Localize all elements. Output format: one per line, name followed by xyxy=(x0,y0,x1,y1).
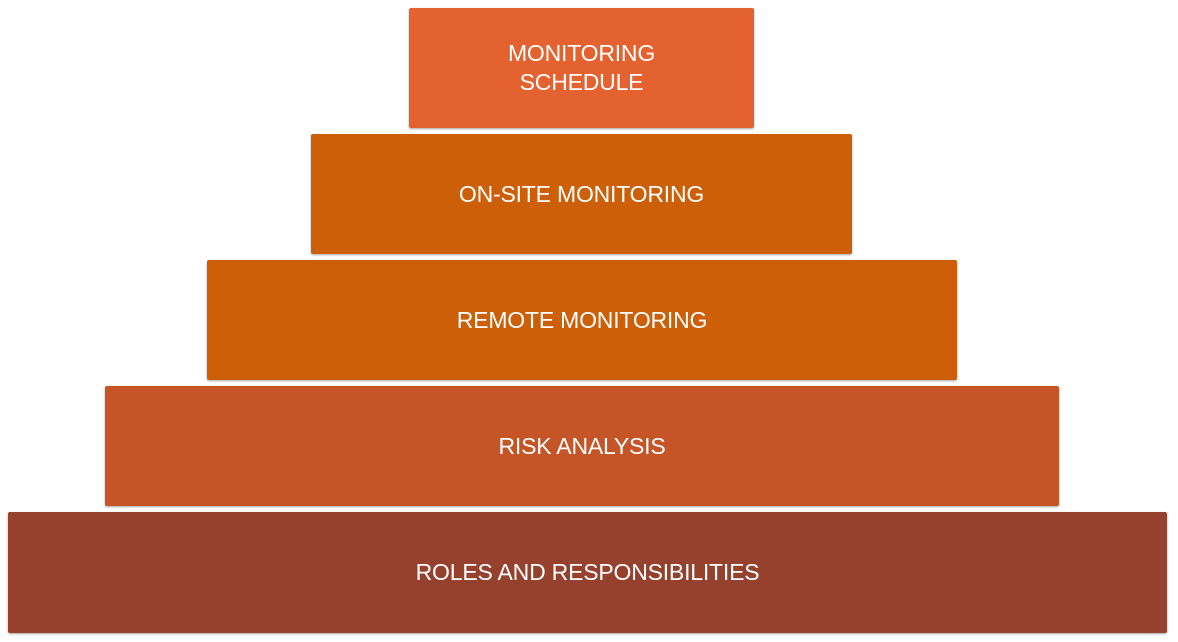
tier-label: ROLES AND RESPONSIBILITIES xyxy=(415,559,760,585)
pyramid-tier-risk-analysis: RISK ANALYSIS xyxy=(105,386,1059,506)
tier-label: ON-SITE MONITORING xyxy=(458,180,705,207)
pyramid-tier-remote-monitoring: REMOTE MONITORING xyxy=(207,260,957,380)
pyramid-tier-on-site-monitoring: ON-SITE MONITORING xyxy=(311,134,852,254)
pyramid-tier-roles-and-responsibilities: ROLES AND RESPONSIBILITIES xyxy=(8,512,1167,633)
pyramid-tier-monitoring-schedule: MONITORING SCHEDULE xyxy=(409,8,754,128)
tier-label: REMOTE MONITORING xyxy=(456,306,708,333)
tier-label: RISK ANALYSIS xyxy=(498,432,666,459)
tier-label: MONITORING SCHEDULE xyxy=(507,40,656,95)
